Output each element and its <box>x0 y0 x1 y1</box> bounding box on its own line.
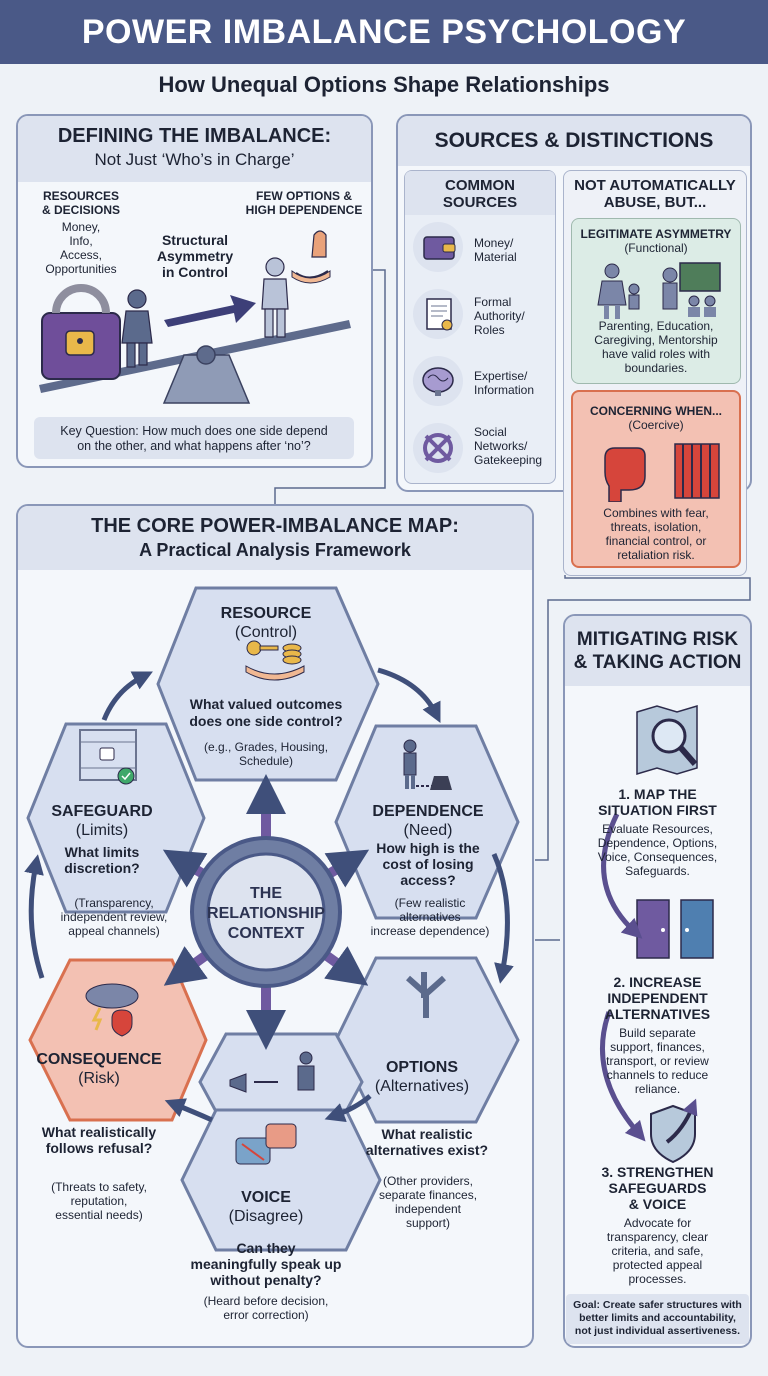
center-hub <box>162 774 370 1050</box>
asymmetry-label: Structural Asymmetry in Control <box>156 232 234 280</box>
source-item-money: Money/Material <box>474 236 517 264</box>
resource-hexagon <box>156 586 380 782</box>
map-title: THE CORE POWER-IMBALANCE MAP: <box>91 515 459 537</box>
arrow-consequence-safeguard <box>24 854 45 979</box>
defining-header: DEFINING THE IMBALANCE: Not Just ‘Who’s … <box>18 116 371 182</box>
page-subtitle: How Unequal Options Shape Relationships <box>158 72 610 97</box>
map-magnifier-icon <box>636 704 698 776</box>
gate-with-lock-icon <box>79 729 137 785</box>
map-subtitle: A Practical Analysis Framework <box>139 540 411 560</box>
arrow-safeguard-resource <box>101 671 153 721</box>
safeguard-label: SAFEGUARD <box>51 803 153 820</box>
defining-subtitle: Not Just ‘Who’s in Charge’ <box>94 150 295 169</box>
arrow-voice-consequence <box>164 1098 214 1123</box>
concerning-box: CONCERNING WHEN... (Coercive) Combines w… <box>571 390 741 568</box>
key-and-coins-icon <box>245 640 305 681</box>
key-question-box: Key Question: How much does one side dep… <box>34 417 354 459</box>
storm-cloud-icon <box>85 983 139 1037</box>
map-diagram <box>24 586 520 1252</box>
network-icon <box>413 423 463 473</box>
consequence-label: CONSEQUENCE <box>36 1051 162 1068</box>
options-label: OPTIONS <box>385 1059 458 1076</box>
treasure-chest-icon <box>41 284 121 380</box>
arrow-options-voice <box>324 1094 372 1122</box>
seesaw-illustration <box>39 230 351 404</box>
mitigating-illustrations <box>600 704 714 1164</box>
fist-and-jail-icon <box>604 443 720 502</box>
shield-arrow-icon <box>650 1098 698 1164</box>
arrow-step-1-2 <box>601 812 643 939</box>
resources-list: Money, Info, Access, Opportunities <box>45 220 117 276</box>
voice-label: VOICE <box>241 1189 291 1206</box>
defining-title: DEFINING THE IMBALANCE: <box>57 125 332 147</box>
muted-speech-icon <box>235 1123 297 1165</box>
resources-label: RESOURCES & DECISIONS <box>41 189 120 217</box>
wallet-icon <box>413 222 463 272</box>
safeguard-hexagon <box>26 722 206 914</box>
resource-label: RESOURCE <box>220 605 312 622</box>
arrow-step-2-3 <box>600 1011 646 1142</box>
step-1-text: Evaluate Resources,Dependence, Options,V… <box>597 822 718 878</box>
few-options-label: FEW OPTIONS & HIGH DEPENDENCE <box>245 189 363 217</box>
mitigating-title: MITIGATING RISK <box>576 629 739 650</box>
arrows-fork-icon <box>406 972 446 1018</box>
dependence-label: DEPENDENCE <box>372 803 484 820</box>
brain-icon <box>413 356 463 406</box>
arrow-dependence-options <box>491 852 514 984</box>
sources-title: SOURCES & DISTINCTIONS <box>398 116 750 166</box>
open-doors-icon <box>636 899 714 959</box>
teaching-icon <box>597 262 721 319</box>
legitimate-box: LEGITIMATE ASYMMETRY (Functional) Parent… <box>571 218 741 384</box>
arrow-resource-dependence <box>377 667 441 723</box>
megaphone-icon <box>229 1051 315 1093</box>
dependence-hexagon <box>334 724 520 920</box>
hand-icon <box>291 230 331 284</box>
person-icon <box>121 289 153 368</box>
source-item-expertise: Expertise/Information <box>474 369 535 397</box>
person-with-weight-icon <box>403 739 452 790</box>
certificate-icon <box>413 289 463 339</box>
page-title: POWER IMBALANCE PSYCHOLOGY <box>0 0 768 64</box>
person-icon <box>261 257 289 338</box>
